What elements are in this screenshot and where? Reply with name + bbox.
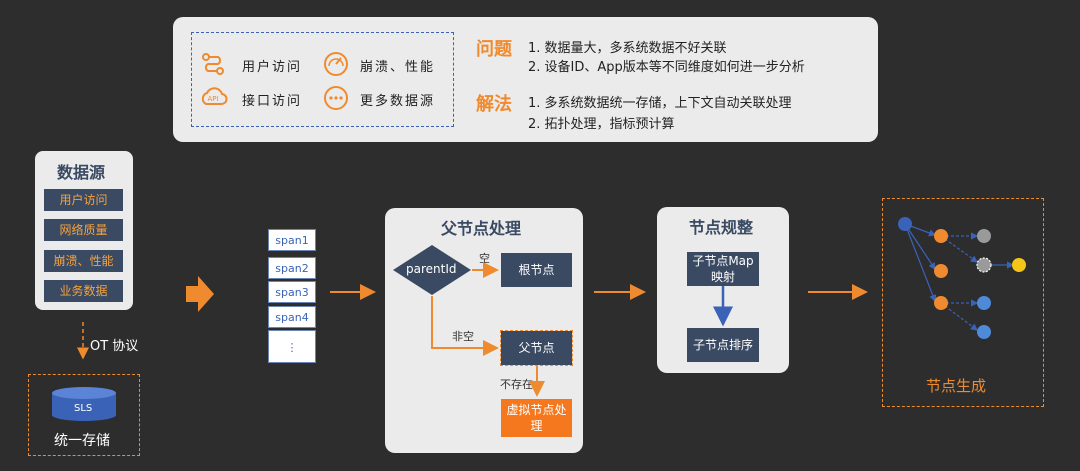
route-icon — [202, 53, 224, 75]
solution-2: 2. 拓扑处理，指标预计算 — [528, 117, 675, 132]
datasource-item-network: 网络质量 — [44, 219, 123, 241]
child-sort-box: 子节点排序 — [687, 328, 759, 362]
datasource-item-business: 业务数据 — [44, 280, 123, 302]
child-map-line2: 映射 — [710, 270, 735, 284]
database-cylinder-icon — [52, 387, 116, 421]
span-item: span2 — [268, 257, 316, 279]
api-cloud-icon: API — [201, 87, 228, 105]
generate-box — [882, 198, 1044, 407]
root-node-box: 根节点 — [501, 253, 572, 287]
child-map-line1: 子节点Map — [692, 254, 754, 268]
protocol-label: OT 协议 — [90, 339, 139, 354]
datasource-item-crash: 崩溃、性能 — [44, 250, 123, 272]
source-crash-perf: 崩溃、性能 — [360, 60, 436, 75]
big-arrow-icon — [186, 276, 214, 312]
solution-title: 解法 — [476, 94, 512, 115]
source-more: 更多数据源 — [360, 94, 436, 109]
gauge-icon — [324, 52, 348, 76]
span-item: span4 — [268, 306, 316, 328]
generate-title: 节点生成 — [926, 377, 987, 395]
empty-label: 空 — [479, 252, 490, 265]
source-api-access: 接口访问 — [242, 94, 303, 109]
problem-2: 2. 设备ID、App版本等不同维度如何进一步分析 — [528, 60, 805, 75]
parent-node-box: 父节点 — [500, 330, 573, 366]
solution-1: 1. 多系统数据统一存储，上下文自动关联处理 — [528, 96, 792, 111]
storage-box — [28, 374, 140, 456]
source-types-box — [191, 32, 454, 127]
nonempty-label: 非空 — [452, 330, 474, 343]
decision-diamond — [393, 245, 471, 295]
top-info-panel — [173, 17, 878, 142]
normalize-title: 节点规整 — [689, 218, 754, 237]
virtual-node-line2: 理 — [530, 419, 543, 433]
problem-title: 问题 — [476, 39, 512, 60]
datasource-item-user-access: 用户访问 — [44, 189, 123, 211]
span-item: span3 — [268, 281, 316, 303]
span-item-more: ⋮ — [268, 330, 316, 363]
span-item: span1 — [268, 229, 316, 251]
child-map-box: 子节点Map 映射 — [687, 252, 759, 286]
missing-label: 不存在 — [500, 378, 533, 391]
virtual-node-line1: 虚拟节点处 — [506, 403, 567, 417]
svg-text:API: API — [207, 95, 218, 103]
more-icon — [324, 86, 348, 110]
datasource-title: 数据源 — [57, 163, 106, 182]
parent-processing-title: 父节点处理 — [441, 219, 522, 238]
virtual-node-box: 虚拟节点处 理 — [501, 399, 572, 437]
storage-title: 统一存储 — [54, 433, 110, 449]
source-user-access: 用户访问 — [242, 60, 303, 75]
problem-1: 1. 数据量大，多系统数据不好关联 — [528, 41, 727, 56]
decision-label: parentId — [406, 262, 457, 276]
storage-cylinder-label: SLS — [74, 403, 93, 414]
